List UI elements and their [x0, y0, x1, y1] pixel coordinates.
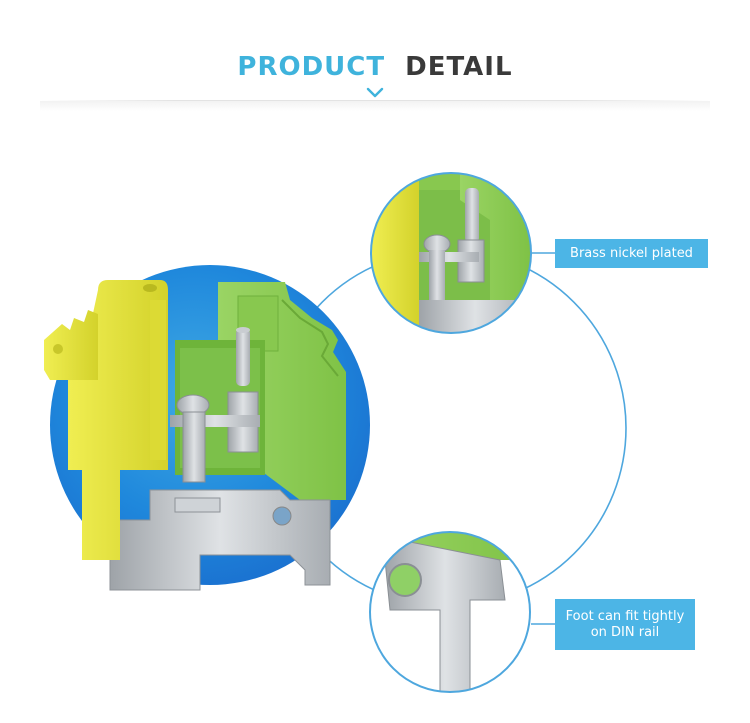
zoom-detail-screw [370, 172, 532, 334]
header-divider [40, 100, 710, 101]
section-title: PRODUCT DETAIL [0, 52, 750, 82]
callout-label-line1: Foot can fit tightly [565, 608, 685, 624]
chevron-down-icon [366, 87, 384, 98]
callout-brass-nickel-plated: Brass nickel plated [555, 239, 708, 268]
header-divider-shadow [40, 101, 710, 111]
zoom-detail-foot [369, 531, 531, 693]
terminal-block [44, 280, 346, 591]
callout-label: Brass nickel plated [570, 245, 693, 261]
callout-foot-din-rail: Foot can fit tightly on DIN rail [555, 599, 695, 650]
section-header: PRODUCT DETAIL [0, 0, 750, 118]
title-word-detail: DETAIL [405, 52, 513, 82]
callout-label-line2: on DIN rail [590, 624, 660, 640]
title-word-product: PRODUCT [237, 52, 386, 82]
